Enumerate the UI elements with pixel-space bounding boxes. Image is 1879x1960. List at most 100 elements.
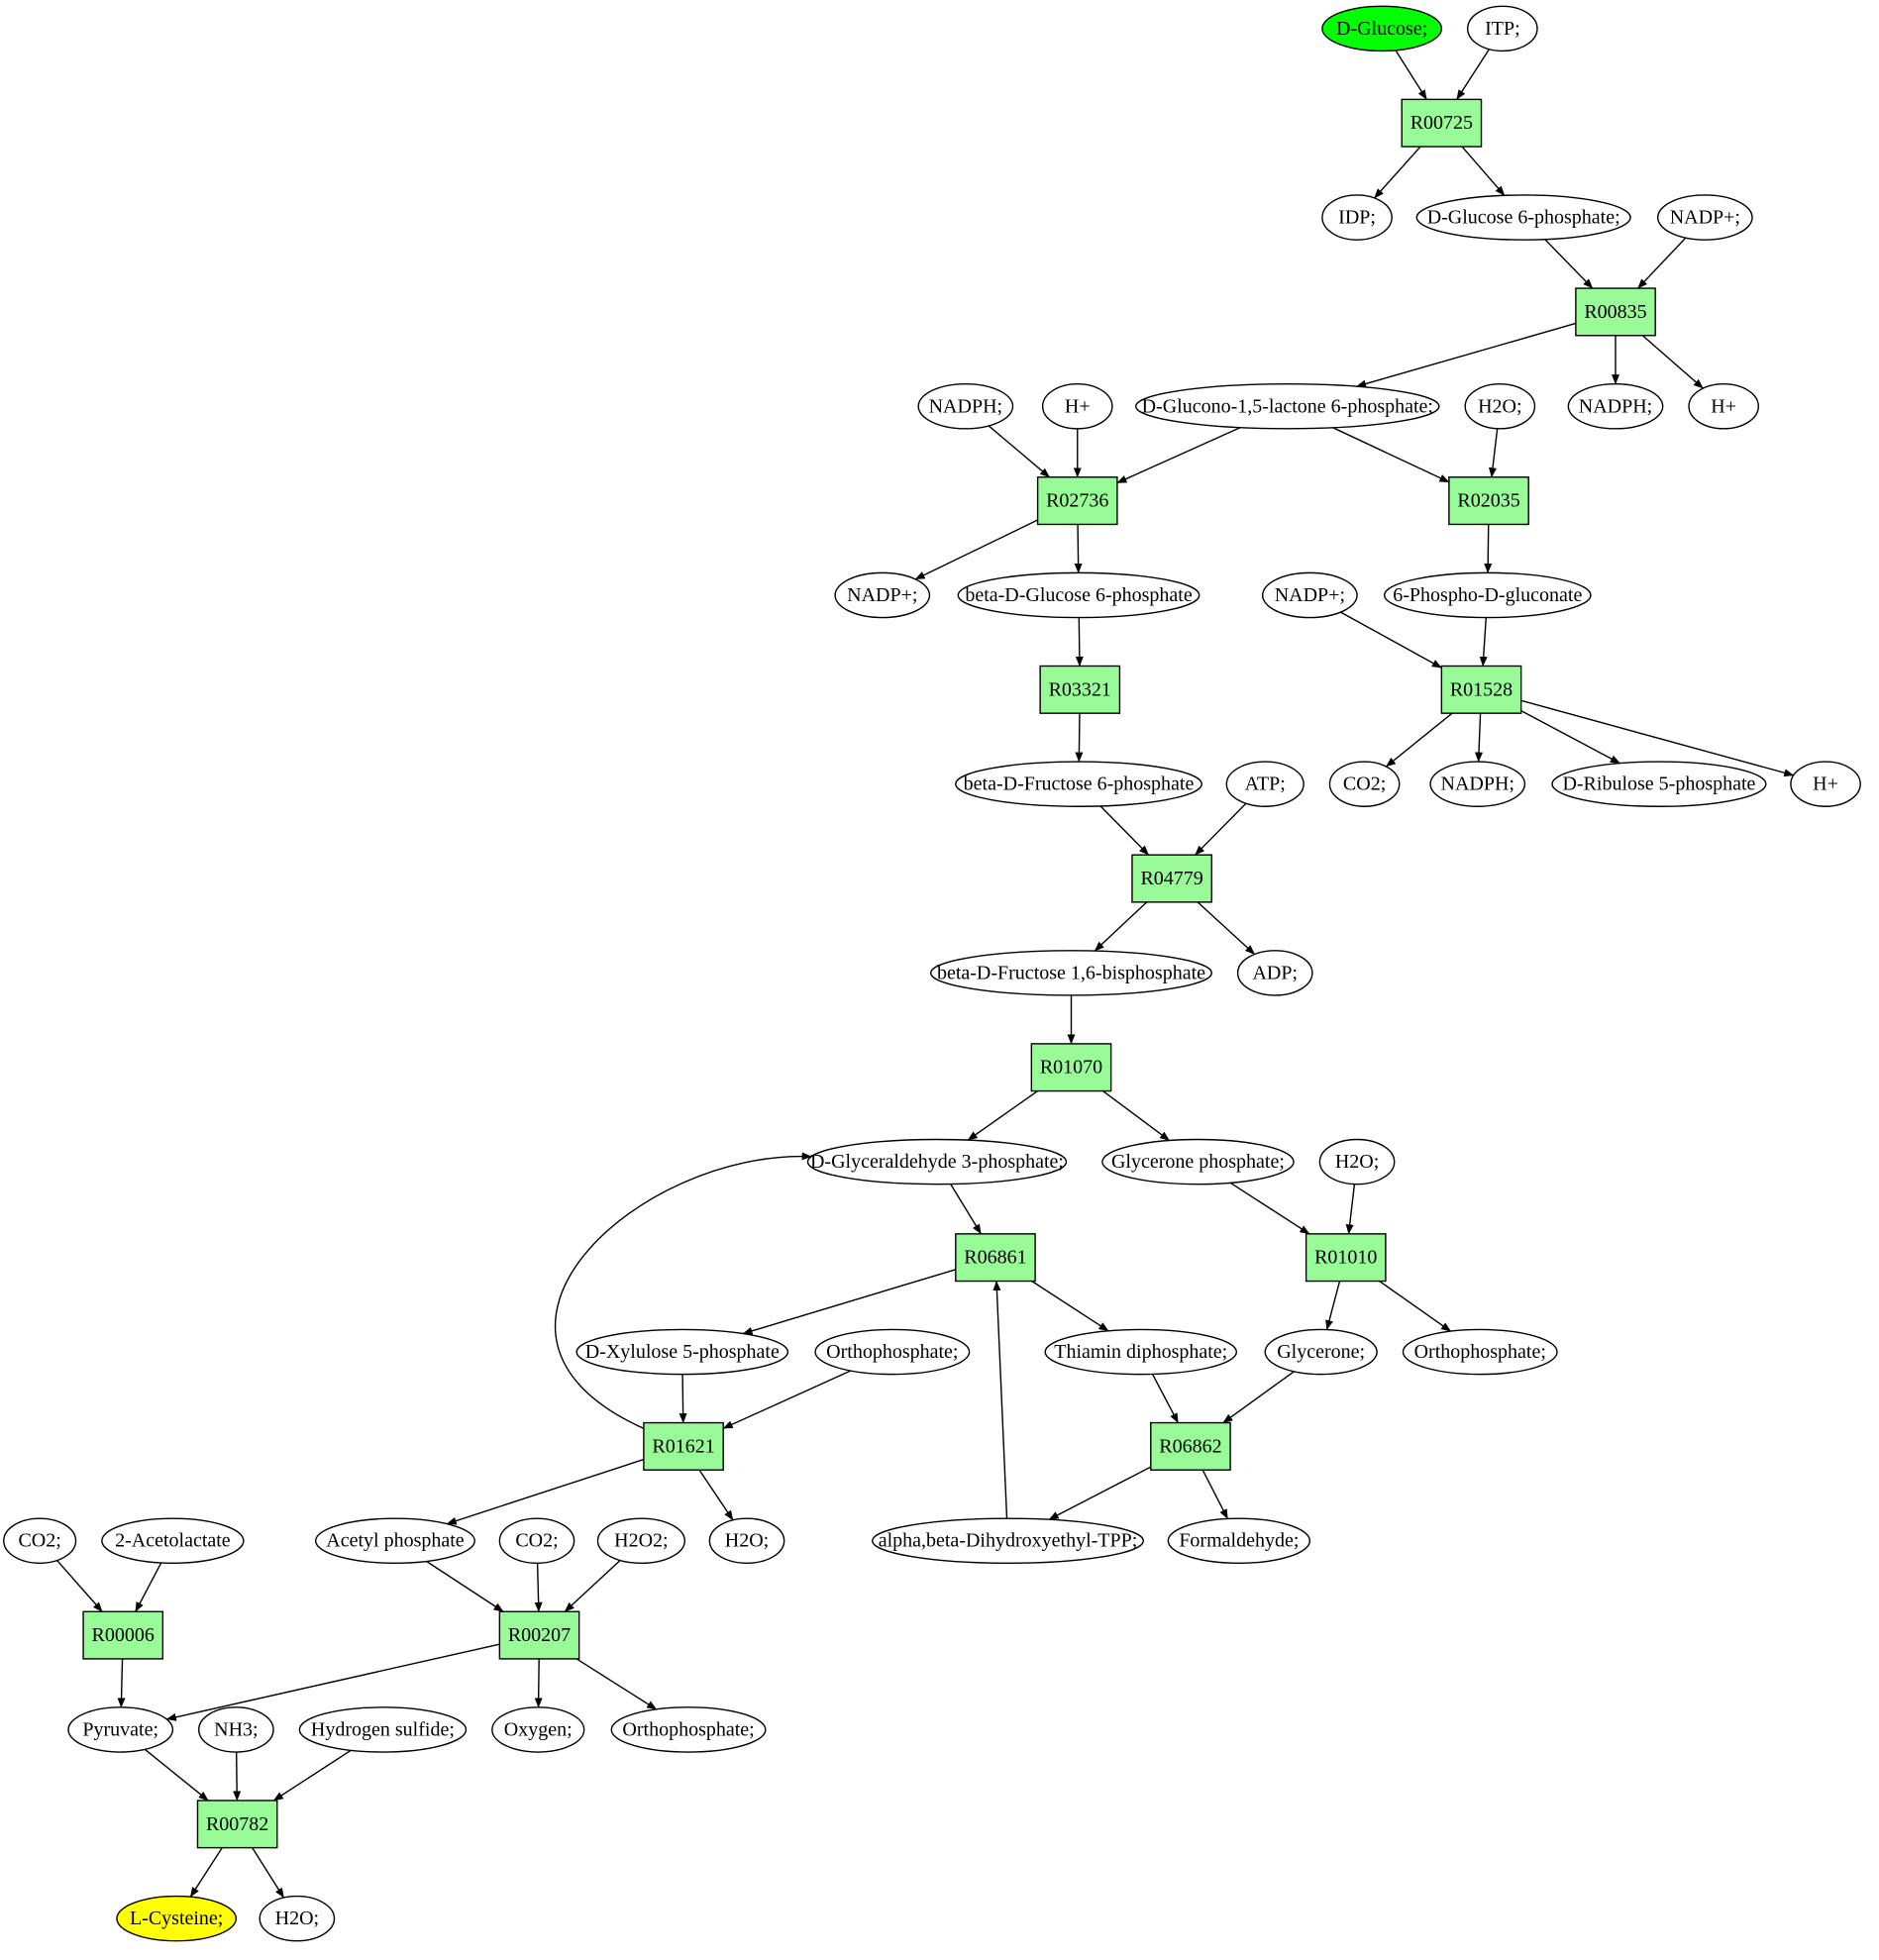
compound-node-co2_c: CO2;: [498, 1517, 575, 1565]
edge-r01528-to-h_c: [1520, 699, 1795, 777]
edge-r04779-to-adp: [1197, 901, 1256, 956]
node-label: D-Glyceraldehyde 3-phosphate;: [810, 1151, 1064, 1173]
compound-node-g6p: D-Glucose 6-phosphate;: [1415, 194, 1631, 241]
compound-ellipse: [314, 1517, 475, 1565]
edge-r06862-to-dhetpp: [1048, 1466, 1152, 1520]
compound-node-pi_b: Orthophosphate;: [1402, 1328, 1558, 1376]
edge-r00207-to-pyr: [165, 1643, 500, 1721]
compound-node-nadp_a: NADP+;: [1656, 194, 1753, 241]
compound-ellipse: [957, 571, 1200, 619]
compound-ellipse: [610, 1706, 767, 1753]
node-label: Acetyl phosphate: [326, 1530, 465, 1552]
compound-node-pyr: Pyruvate;: [67, 1706, 174, 1753]
compound-ellipse: [298, 1706, 468, 1753]
reaction-box: [1440, 665, 1522, 714]
compound-node-h2o_c: H2O;: [708, 1517, 785, 1565]
edge-r01070-to-dhap: [1102, 1089, 1170, 1142]
node-label: D-Glucose 6-phosphate;: [1427, 207, 1620, 229]
node-label: R01621: [652, 1435, 714, 1457]
node-label: H2O2;: [614, 1530, 668, 1552]
compound-node-h_b: H+: [1688, 382, 1760, 430]
node-label: 2-Acetolactate: [115, 1530, 231, 1552]
node-label: D-Glucose;: [1336, 18, 1427, 40]
edge-h2o_b-to-r01010: [1345, 1184, 1356, 1235]
compound-ellipse: [834, 571, 931, 619]
edge-r02736-to-bg6p: [1074, 524, 1083, 573]
compound-node-ru5p: D-Ribulose 5-phosphate: [1551, 761, 1767, 807]
edge-h2o2-to-r00207: [564, 1559, 621, 1612]
edge-bf6p-to-r04779: [1099, 805, 1150, 856]
edge-r01010-to-pi_b: [1379, 1280, 1452, 1332]
node-label: Thiamin diphosphate;: [1054, 1341, 1227, 1363]
compound-ellipse: [930, 950, 1212, 996]
compound-ellipse: [1318, 1138, 1396, 1186]
node-label: H+: [1711, 395, 1736, 417]
node-label: beta-D-Glucose 6-phosphate: [965, 584, 1192, 606]
compound-node-adp: ADP;: [1236, 950, 1313, 996]
edge-pg6-to-r01528: [1479, 617, 1488, 667]
reaction-box: [955, 1233, 1036, 1283]
edge-r00782-to-cys: [189, 1847, 223, 1898]
reaction-node-r00725: R00725: [1401, 98, 1483, 148]
node-label: Glycerone phosphate;: [1111, 1151, 1285, 1173]
compound-ellipse: [575, 1328, 789, 1376]
node-label: H2O;: [1478, 395, 1521, 417]
node-label: D-Xylulose 5-phosphate: [585, 1341, 780, 1363]
compound-ellipse: [1044, 1328, 1238, 1376]
compound-ellipse: [198, 1706, 274, 1753]
edge-r00782-to-h2o_d: [252, 1847, 285, 1899]
compound-node-nadp_c: NADP+;: [1262, 571, 1358, 619]
reaction-node-r02035: R02035: [1448, 476, 1529, 526]
edge-xu5p-to-r01621: [679, 1374, 687, 1424]
node-label: R01528: [1450, 678, 1513, 700]
compound-ellipse: [491, 1706, 585, 1753]
node-label: Orthophosphate;: [1414, 1341, 1546, 1363]
node-label: R00725: [1410, 112, 1473, 134]
reaction-box: [1036, 476, 1118, 526]
compound-ellipse: [101, 1517, 245, 1565]
edge-r01528-to-ru5p: [1520, 710, 1620, 765]
reaction-node-r06862: R06862: [1150, 1421, 1231, 1471]
compound-node-glycerone: Glycerone;: [1264, 1328, 1378, 1376]
compound-node-h2o_b: H2O;: [1318, 1138, 1396, 1186]
node-label: R03321: [1049, 678, 1111, 700]
compound-ellipse: [596, 1517, 686, 1565]
edge-r01528-to-nadph_c: [1475, 713, 1484, 763]
compound-ellipse: [67, 1706, 174, 1753]
reaction-node-r01528: R01528: [1440, 665, 1522, 714]
edge-co2_b-to-r00006: [56, 1560, 103, 1612]
node-label: NADPH;: [1579, 395, 1652, 417]
edge-r02035-to-pg6: [1484, 524, 1493, 573]
compound-node-pi_c: Orthophosphate;: [610, 1706, 767, 1753]
compound-node-h_a: H+: [1041, 382, 1113, 430]
compound-ellipse: [1167, 1517, 1311, 1565]
node-label: NADP+;: [847, 584, 917, 606]
node-label: R06861: [964, 1247, 1026, 1269]
compound-node-hcho: Formaldehyde;: [1167, 1517, 1311, 1565]
compound-node-tpp: Thiamin diphosphate;: [1044, 1328, 1238, 1376]
compound-ellipse: [1383, 571, 1592, 619]
compound-ellipse: [1467, 5, 1538, 52]
reaction-box: [498, 1610, 580, 1660]
reaction-node-r02736: R02736: [1036, 476, 1118, 526]
edge-acl-to-r00006: [135, 1562, 162, 1612]
edge-nadp_c-to-r01528: [1340, 611, 1442, 669]
compound-node-itp: ITP;: [1467, 5, 1538, 52]
compound-node-acp: Acetyl phosphate: [314, 1517, 475, 1565]
compound-ellipse: [1567, 382, 1664, 430]
edge-gap-to-r06861: [950, 1184, 983, 1235]
edge-bg6p-to-r03321: [1075, 617, 1084, 667]
edge-r00835-to-h_b: [1641, 335, 1704, 389]
compound-node-bf6p: beta-D-Fructose 6-phosphate: [955, 761, 1202, 807]
edge-r00725-to-g6p: [1461, 146, 1506, 196]
node-label: H+: [1065, 395, 1091, 417]
reaction-box: [1131, 854, 1212, 903]
compound-node-glc: D-Glucose;: [1321, 5, 1443, 52]
compound-ellipse: [814, 1328, 971, 1376]
node-label: NH3;: [214, 1718, 258, 1740]
node-label: L-Cysteine;: [130, 1908, 223, 1929]
compound-ellipse: [1415, 194, 1631, 241]
reaction-node-r01070: R01070: [1030, 1043, 1112, 1092]
node-label: IDP;: [1338, 207, 1376, 229]
node-label: NADP+;: [1275, 584, 1345, 606]
